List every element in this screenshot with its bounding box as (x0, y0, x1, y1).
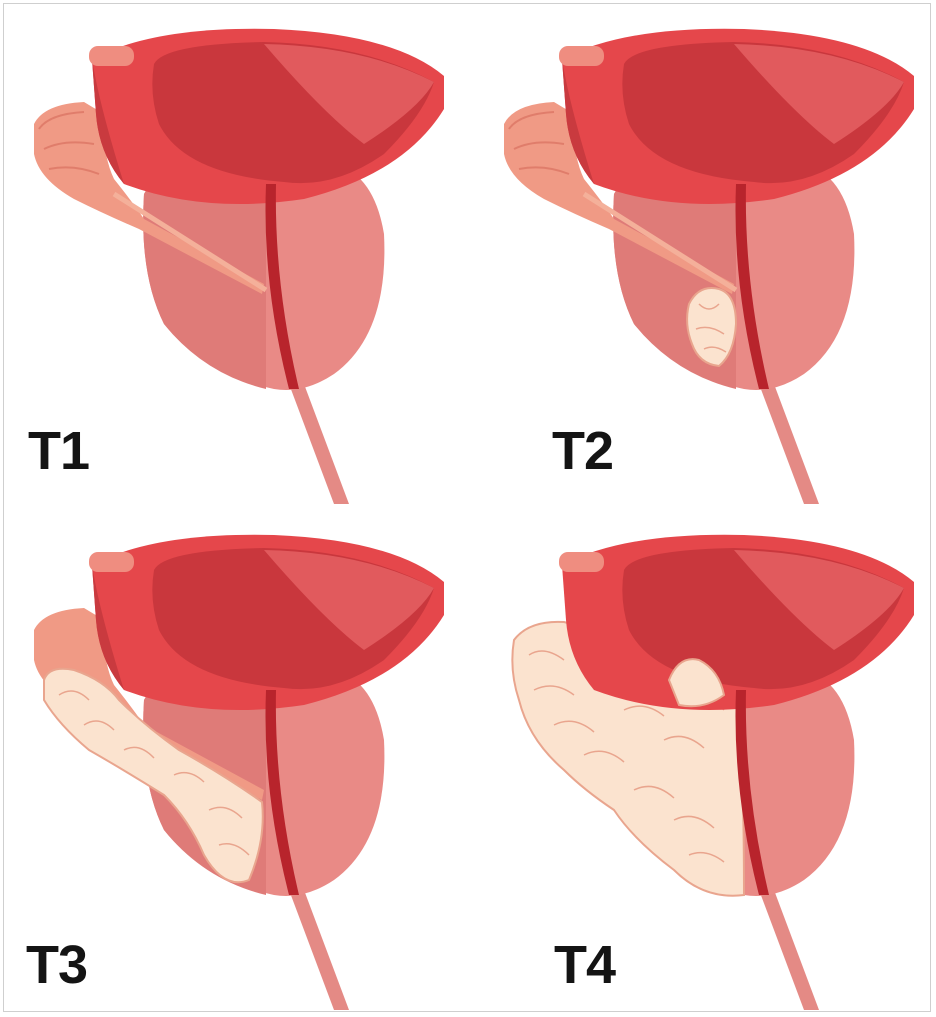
prostate-illustration-t4 (474, 510, 936, 1016)
ureter (89, 552, 134, 572)
panel-t3: T3 (4, 510, 470, 1016)
ureter (559, 552, 604, 572)
prostate-illustration-t2 (474, 4, 936, 510)
panel-t2: T2 (474, 4, 936, 510)
stage-label-t4: T4 (554, 938, 615, 992)
panel-t1: T1 (4, 4, 470, 510)
ureter (89, 46, 134, 66)
urethra-tube (759, 890, 819, 1010)
urethra-tube (289, 890, 349, 1010)
urethra-tube (759, 384, 819, 504)
panel-t4: T4 (474, 510, 936, 1016)
stage-label-t3: T3 (26, 938, 87, 992)
stage-label-t1: T1 (28, 424, 89, 478)
ureter (559, 46, 604, 66)
figure-frame: T1 T2 (3, 3, 931, 1012)
stage-label-t2: T2 (552, 424, 613, 478)
urethra-tube (289, 384, 349, 504)
